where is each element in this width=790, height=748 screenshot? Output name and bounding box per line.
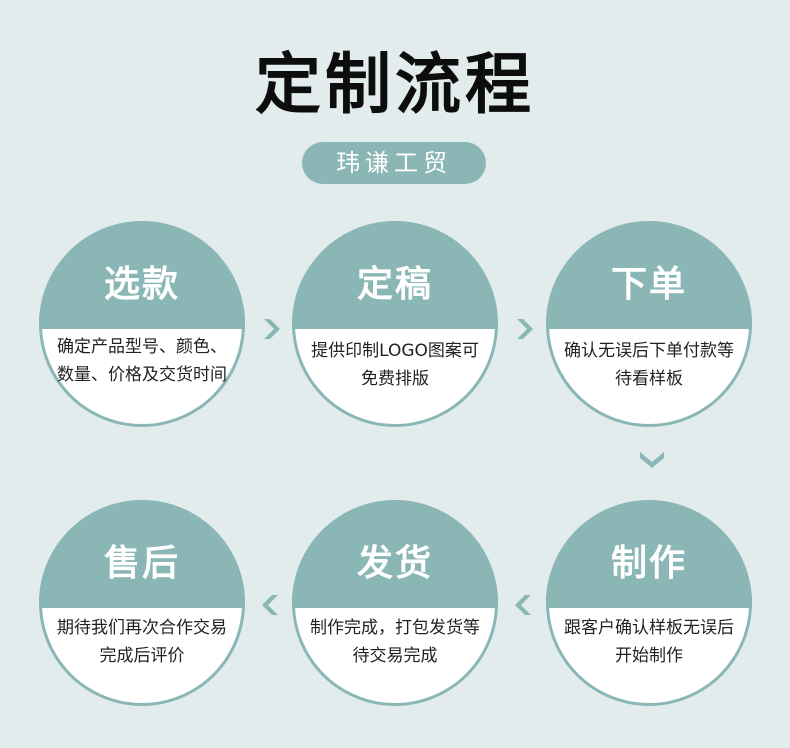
chevron-left-icon: [511, 593, 535, 617]
step-name: 选款: [103, 264, 180, 305]
step-production: 制作 跟客户确认样板无误后开始制作: [546, 500, 752, 706]
step-description: 提供印制LOGO图案可免费排版: [311, 341, 479, 389]
step-description: 跟客户确认样板无误后开始制作: [564, 618, 734, 666]
step-header: [546, 221, 752, 329]
step-name: 下单: [610, 264, 687, 305]
step-header: [546, 500, 752, 608]
step-header: [39, 500, 245, 608]
step-description: 制作完成，打包发货等待交易完成: [310, 618, 480, 666]
step-after-sales: 售后 期待我们再次合作交易完成后评价: [39, 500, 245, 706]
step-place-order: 下单 确认无误后下单付款等待看样板: [546, 221, 752, 427]
step-description: 期待我们再次合作交易完成后评价: [57, 618, 227, 666]
step-ship: 发货 制作完成，打包发货等待交易完成: [292, 500, 498, 706]
chevron-right-icon: [513, 317, 537, 341]
step-description: 确认无误后下单付款等待看样板: [564, 341, 734, 389]
step-name: 发货: [356, 543, 433, 584]
step-header: [292, 500, 498, 608]
step-select-style: 选款 确定产品型号、颜色、数量、价格及交货时间: [39, 221, 245, 427]
step-finalize-design: 定稿 提供印制LOGO图案可免费排版: [292, 221, 498, 427]
step-name: 定稿: [356, 264, 433, 305]
step-name: 售后: [103, 543, 180, 584]
chevron-right-icon: [260, 317, 284, 341]
step-header: [39, 221, 245, 329]
step-description: 确定产品型号、颜色、数量、价格及交货时间: [57, 337, 227, 385]
step-name: 制作: [610, 543, 687, 584]
chevron-left-icon: [258, 593, 282, 617]
step-header: [292, 221, 498, 329]
page-title: 定制流程: [255, 46, 535, 123]
chevron-down-icon: [640, 448, 664, 472]
company-badge: 玮谦工贸: [302, 142, 486, 184]
